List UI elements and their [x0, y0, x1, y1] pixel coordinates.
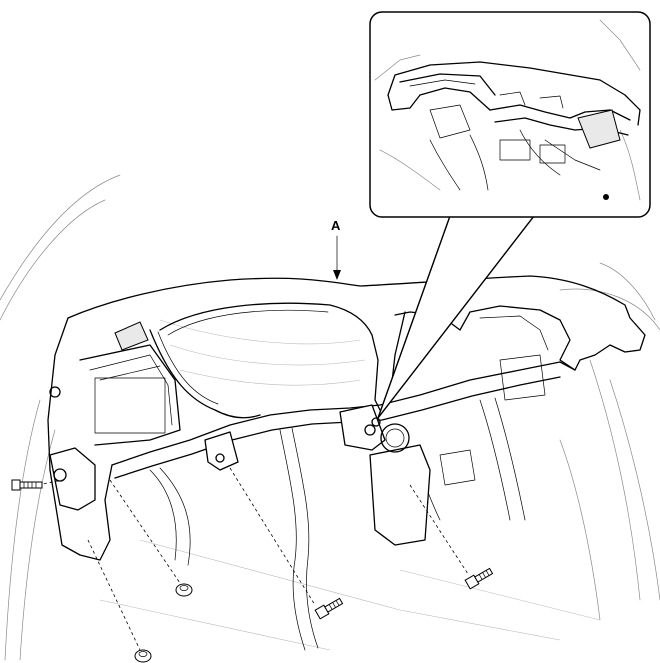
wiring-harness: [149, 354, 546, 651]
zoom-cone: [371, 215, 535, 427]
inset-detail: [369, 11, 651, 218]
callout-a: A: [331, 218, 341, 280]
nut-lower-left: [134, 649, 152, 663]
bolt-center: [314, 597, 344, 620]
inset-fastener-icon: [603, 194, 609, 200]
car-body-outline: [0, 174, 660, 661]
bolt-right: [464, 567, 494, 590]
nut-center-left: [175, 583, 193, 597]
fastener-leader-lines: [37, 467, 469, 651]
bolt-left: [11, 479, 43, 491]
callout-a-label: A: [331, 218, 341, 233]
cowl-cross-bar: [49, 361, 576, 511]
